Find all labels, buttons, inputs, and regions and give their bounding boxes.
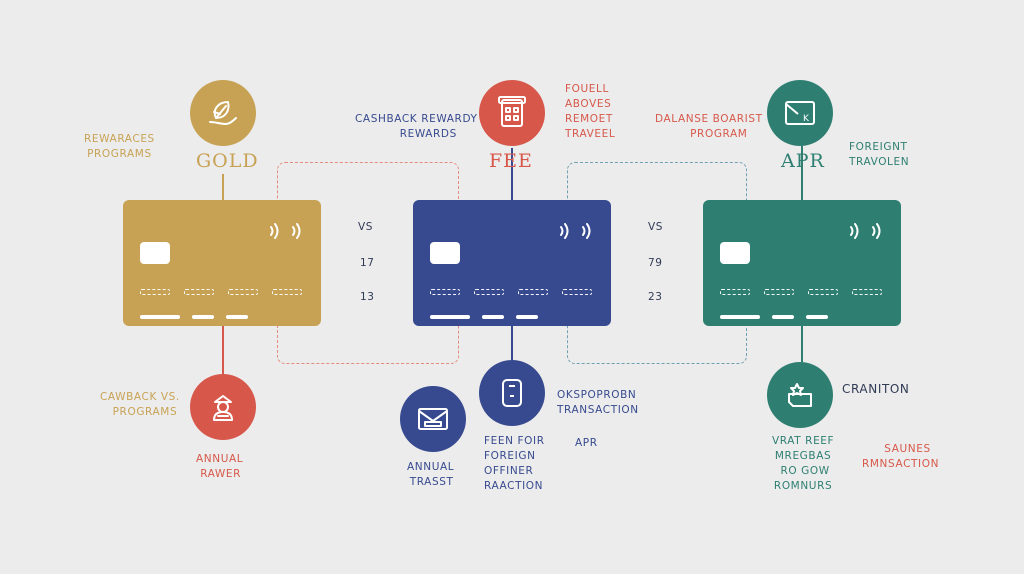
label-cashback-programs: CAWBACK VS.PROGRAMS xyxy=(100,391,180,418)
connector-teal-top xyxy=(801,146,803,200)
vs-label-1: VS xyxy=(358,221,374,233)
card-envelope-icon: K xyxy=(785,101,815,125)
fee-circle xyxy=(479,80,545,146)
connector-blue-top xyxy=(511,148,513,200)
contactless-icon xyxy=(560,223,591,239)
contactless-icon xyxy=(850,223,881,239)
card-chip xyxy=(430,242,460,264)
teal-circle-small xyxy=(767,362,833,428)
label-apr-small: APR xyxy=(575,437,598,449)
connector-teal-bottom xyxy=(801,326,803,362)
card-chip xyxy=(720,242,750,264)
connector-gold-bottom xyxy=(222,326,224,374)
annual-circle-blue xyxy=(400,386,466,452)
number-1a: 17 xyxy=(360,257,375,269)
label-cranition: CRANITON xyxy=(842,382,910,396)
gold-title: GOLD xyxy=(196,150,259,172)
connector-blue-bottom xyxy=(511,326,513,360)
annual-circle-red xyxy=(190,374,256,440)
number-1b: 13 xyxy=(360,291,375,303)
svg-text:K: K xyxy=(803,114,810,124)
number-2a: 79 xyxy=(648,257,663,269)
connector-gold-top xyxy=(222,174,224,200)
blue-card xyxy=(413,200,611,326)
teal-card xyxy=(703,200,901,326)
card-number xyxy=(430,280,606,299)
vs-label-2: VS xyxy=(648,221,664,233)
blue-circle-small xyxy=(479,360,545,426)
calculator-icon xyxy=(498,96,526,127)
leaf-hand-icon xyxy=(209,101,237,125)
wallet-star-icon xyxy=(788,383,812,407)
card-name-bars xyxy=(140,304,260,323)
card-name-bars xyxy=(430,304,550,323)
card-name-bars xyxy=(720,304,840,323)
gold-circle xyxy=(190,80,256,146)
apr-circle: K xyxy=(767,80,833,146)
card-number xyxy=(140,280,316,299)
contactless-icon xyxy=(270,223,301,239)
card-chip xyxy=(140,242,170,264)
apr-title: APR xyxy=(781,150,825,172)
fee-title: FEE xyxy=(489,150,533,172)
card-number xyxy=(720,280,896,299)
person-hat-icon xyxy=(213,395,233,421)
phone-card-icon xyxy=(502,379,522,407)
envelope-icon xyxy=(418,408,448,430)
number-2b: 23 xyxy=(648,291,663,303)
gold-card xyxy=(123,200,321,326)
